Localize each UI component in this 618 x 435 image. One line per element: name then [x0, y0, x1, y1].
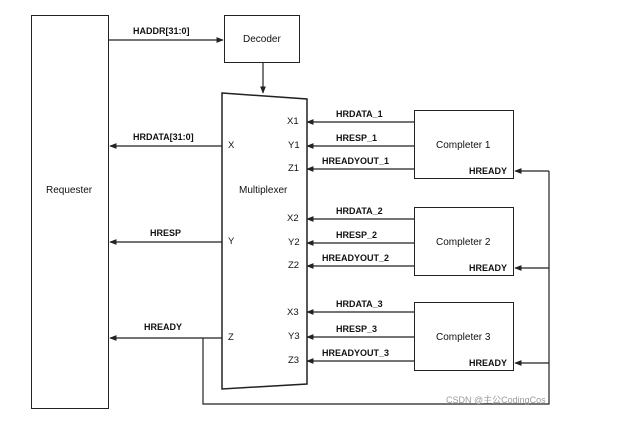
- completer-3-hready: HREADY: [469, 358, 508, 368]
- completer-3-label: Completer 3: [436, 332, 491, 343]
- multiplexer-shape: [221, 92, 308, 390]
- requester-label: Requester: [46, 185, 93, 196]
- mux-port-z: Z: [228, 332, 234, 343]
- decoder-box: [224, 15, 300, 63]
- hrdata-1-label: HRDATA_1: [336, 109, 383, 119]
- completer-1-box: [414, 110, 514, 179]
- hreadyout-3-label: HREADYOUT_3: [322, 348, 390, 358]
- mux-port-x2: X2: [287, 213, 299, 224]
- mux-port-x1: X1: [287, 116, 299, 127]
- hreadyout-1-label: HREADYOUT_1: [322, 156, 390, 166]
- completer-2-hready: HREADY: [469, 263, 508, 273]
- mux-port-y2: Y2: [288, 237, 300, 248]
- mux-port-y: Y: [228, 236, 235, 247]
- hrdata-3-label: HRDATA_3: [336, 299, 383, 309]
- hrdata-label: HRDATA[31:0]: [133, 132, 194, 142]
- hready-label: HREADY: [144, 322, 183, 332]
- completer-3-box: [414, 302, 514, 371]
- hresp-1-label: HRESP_1: [336, 133, 378, 143]
- hready-feedback-wire: [202, 171, 550, 405]
- hresp-3-label: HRESP_3: [336, 324, 378, 334]
- multiplexer-label: Multiplexer: [239, 185, 288, 196]
- completer-2-box: [414, 207, 514, 276]
- mux-port-y3: Y3: [288, 331, 300, 342]
- completer-1-label: Completer 1: [436, 140, 491, 151]
- completer-1-hready: HREADY: [469, 166, 508, 176]
- mux-port-z3: Z3: [288, 355, 300, 366]
- mux-port-x: X: [228, 140, 235, 151]
- hresp-label: HRESP: [150, 228, 182, 238]
- completer-2-label: Completer 2: [436, 237, 491, 248]
- mux-port-y1: Y1: [288, 140, 300, 151]
- watermark: CSDN @主公CodingCos: [446, 395, 546, 405]
- hrdata-2-label: HRDATA_2: [336, 206, 383, 216]
- requester-box: [31, 15, 109, 409]
- mux-port-z2: Z2: [288, 260, 300, 271]
- mux-port-x3: X3: [287, 307, 299, 318]
- haddr-label: HADDR[31:0]: [133, 26, 190, 36]
- decoder-label: Decoder: [243, 34, 281, 45]
- mux-port-z1: Z1: [288, 163, 300, 174]
- hreadyout-2-label: HREADYOUT_2: [322, 253, 390, 263]
- hresp-2-label: HRESP_2: [336, 230, 378, 240]
